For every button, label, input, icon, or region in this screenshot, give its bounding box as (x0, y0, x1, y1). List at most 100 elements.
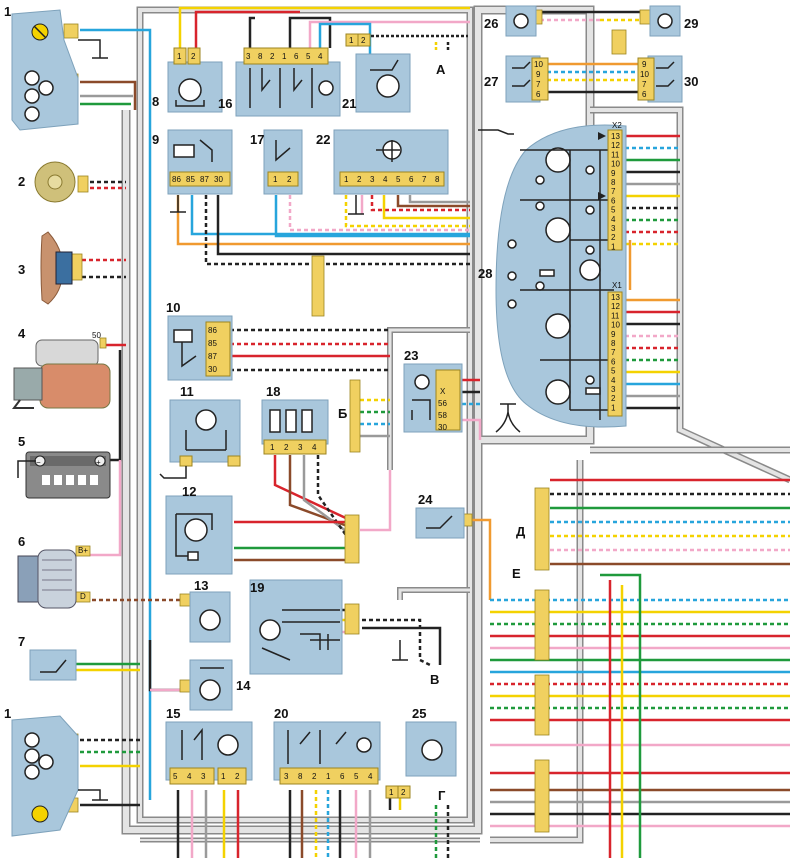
motor-icon (184, 518, 208, 542)
component-3 (40, 231, 73, 305)
component-25 (385, 640, 457, 799)
svg-text:7: 7 (422, 175, 427, 184)
label-3: 3 (18, 262, 25, 277)
svg-text:58: 58 (438, 411, 447, 420)
svg-text:6: 6 (409, 175, 414, 184)
svg-text:2: 2 (287, 175, 292, 184)
label-14: 14 (236, 678, 251, 693)
c28_x2-pin-6: 6 (611, 196, 616, 205)
svg-text:1: 1 (344, 175, 349, 184)
label-9: 9 (152, 132, 159, 147)
svg-text:D: D (80, 592, 86, 601)
svg-text:1: 1 (177, 52, 182, 61)
letter-d: Д (516, 524, 526, 539)
switch-icon (40, 659, 67, 673)
relay-icon (173, 329, 193, 343)
switch-icon (426, 515, 453, 529)
c28_x2-pin-7: 7 (611, 187, 616, 196)
c28_x1-pin-6: 6 (611, 357, 616, 366)
bulb-icon (24, 70, 40, 86)
svg-text:8: 8 (258, 52, 263, 61)
gauge-icon (545, 147, 571, 173)
svg-text:4: 4 (318, 52, 323, 61)
letter-v: В (430, 672, 439, 687)
component-5: − + (17, 451, 111, 499)
svg-text:8: 8 (435, 175, 440, 184)
diode-icon (598, 132, 606, 140)
component-13 (189, 591, 231, 643)
component-11 (159, 399, 241, 479)
svg-text:30: 30 (214, 175, 223, 184)
svg-text:1: 1 (282, 52, 287, 61)
c28_x1-pin-5: 5 (611, 367, 616, 376)
svg-text:2: 2 (312, 772, 317, 781)
c28_x1-pin-1: 1 (611, 403, 616, 412)
svg-text:2: 2 (361, 36, 366, 45)
component-12 (165, 495, 233, 575)
c28_x2-pin-5: 5 (611, 206, 616, 215)
component-6 (17, 549, 77, 609)
label-29: 29 (684, 16, 698, 31)
label-16: 16 (218, 96, 232, 111)
component-17 (263, 129, 303, 195)
label-2: 2 (18, 174, 25, 189)
svg-text:10: 10 (534, 60, 543, 69)
svg-text:X: X (440, 387, 446, 396)
component-18 (261, 399, 329, 455)
svg-text:+: + (96, 458, 101, 467)
connector-x1-label: X1 (612, 281, 622, 290)
c28_x2-pin-1: 1 (611, 242, 616, 251)
component-4 (12, 339, 111, 409)
svg-text:9: 9 (642, 60, 647, 69)
pin-labels: 1 2 3 8 2 1 6 5 4 1 2 86 85 87 30 1 2 1 … (78, 36, 649, 797)
component-2 (34, 161, 76, 203)
c28_x1-pin-8: 8 (611, 339, 616, 348)
c28_x1-pin-10: 10 (611, 321, 620, 330)
bulb-icon (513, 13, 529, 29)
label-17: 17 (250, 132, 264, 147)
svg-text:3: 3 (201, 772, 206, 781)
ground-icon (495, 403, 521, 433)
svg-text:30: 30 (438, 423, 447, 432)
c28_x1-pin-3: 3 (611, 385, 616, 394)
svg-text:10: 10 (640, 70, 649, 79)
label-10: 10 (166, 300, 180, 315)
label-4: 4 (18, 326, 26, 341)
svg-text:1: 1 (326, 772, 331, 781)
svg-text:30: 30 (208, 365, 217, 374)
component-30 (637, 55, 683, 103)
c28_x2-pin-9: 9 (611, 169, 616, 178)
switch-icon (287, 730, 347, 764)
svg-text:5: 5 (354, 772, 359, 781)
c28_x1-pin-11: 11 (611, 311, 620, 320)
component-28 (495, 124, 627, 428)
svg-text:5: 5 (173, 772, 178, 781)
svg-text:7: 7 (536, 80, 541, 89)
svg-text:1: 1 (221, 772, 226, 781)
svg-text:B+: B+ (78, 546, 88, 555)
c28_x1-pin-4: 4 (611, 376, 616, 385)
label-6: 6 (18, 534, 25, 549)
svg-text:3: 3 (246, 52, 251, 61)
svg-text:85: 85 (208, 339, 217, 348)
svg-text:50: 50 (92, 331, 101, 340)
c28_x2-pin-13: 13 (611, 132, 620, 141)
label-11: 11 (180, 384, 194, 399)
svg-text:6: 6 (294, 52, 299, 61)
relay-icon (173, 144, 195, 158)
svg-text:2: 2 (191, 52, 196, 61)
svg-text:7: 7 (642, 80, 647, 89)
motor-icon (178, 78, 202, 102)
svg-text:5: 5 (306, 52, 311, 61)
c28_x2-pin-3: 3 (611, 224, 616, 233)
c28_x1-pin-13: 13 (611, 293, 620, 302)
label-1-top: 1 (4, 4, 11, 19)
bulb-icon (414, 374, 430, 390)
component-27 (505, 55, 549, 103)
component-15 (165, 721, 253, 785)
component-24 (415, 507, 465, 539)
motor-icon (199, 609, 221, 631)
